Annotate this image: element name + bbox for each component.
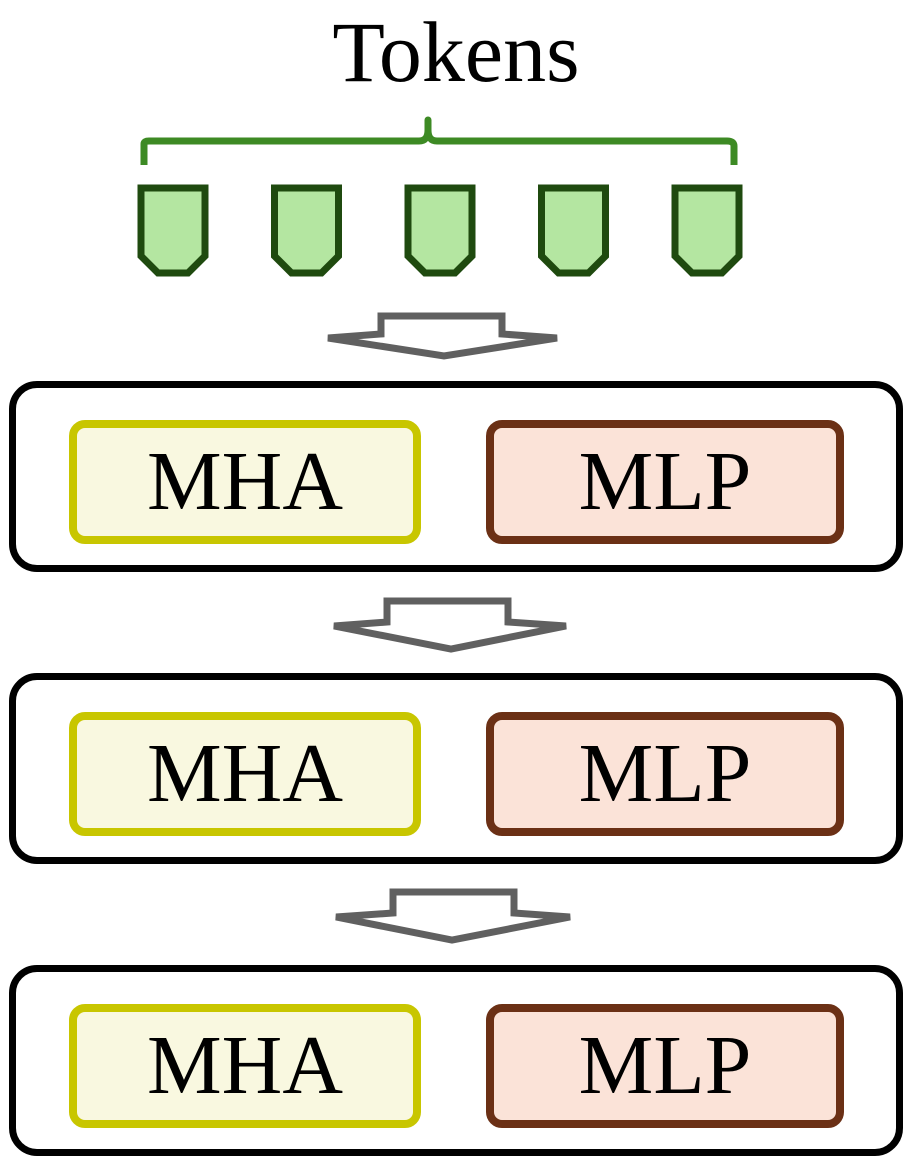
mha-block: MHA bbox=[69, 420, 421, 544]
mlp-block: MLP bbox=[486, 1004, 844, 1128]
flow-arrow-1 bbox=[327, 312, 558, 360]
tokens-title: Tokens bbox=[332, 4, 580, 100]
token-icon bbox=[137, 184, 209, 277]
tokens-brace bbox=[140, 116, 738, 165]
token-icon bbox=[404, 184, 476, 277]
flow-arrow-2 bbox=[333, 597, 567, 653]
flow-arrow-3 bbox=[335, 888, 571, 944]
token-icon bbox=[271, 184, 342, 277]
transformer-layer-3: MHA MLP bbox=[9, 965, 903, 1156]
mlp-block: MLP bbox=[486, 420, 844, 544]
mha-block: MHA bbox=[69, 1004, 421, 1128]
transformer-layer-1: MHA MLP bbox=[9, 381, 903, 572]
mlp-block: MLP bbox=[486, 712, 844, 836]
token-icon bbox=[538, 184, 609, 277]
tokens-row bbox=[137, 184, 743, 277]
mha-block: MHA bbox=[69, 712, 421, 836]
token-icon bbox=[671, 184, 743, 277]
transformer-layer-2: MHA MLP bbox=[9, 673, 903, 864]
